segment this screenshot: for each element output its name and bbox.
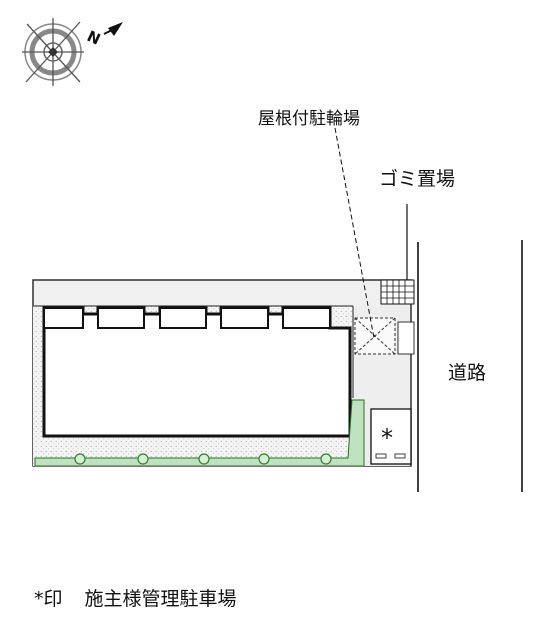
- legend-note: *印施主様管理駐車場: [34, 584, 237, 611]
- bicycle-label-leader: [334, 127, 375, 339]
- shrub: [74, 453, 86, 465]
- north-arrow-compass-icon: N: [22, 18, 123, 86]
- utility-box: [397, 321, 415, 355]
- legend-text: 施主様管理駐車場: [84, 588, 237, 610]
- north-letter: N: [84, 27, 103, 49]
- legend-symbol: *印: [34, 588, 63, 610]
- parking-marker: *: [381, 424, 393, 452]
- shrub: [258, 453, 270, 465]
- road-label: 道路: [448, 362, 487, 384]
- garbage-area-label: ゴミ置場: [379, 168, 456, 190]
- owner-parking-space: [370, 408, 412, 465]
- garbage-area: [380, 279, 415, 305]
- shrub: [198, 453, 210, 465]
- balconies: [43, 307, 331, 329]
- shrub: [137, 453, 149, 465]
- shrub: [320, 453, 332, 465]
- bicycle-parking-area: [354, 317, 396, 355]
- planting-strip: [34, 399, 365, 467]
- bicycle-parking-label: 屋根付駐輪場: [258, 109, 360, 129]
